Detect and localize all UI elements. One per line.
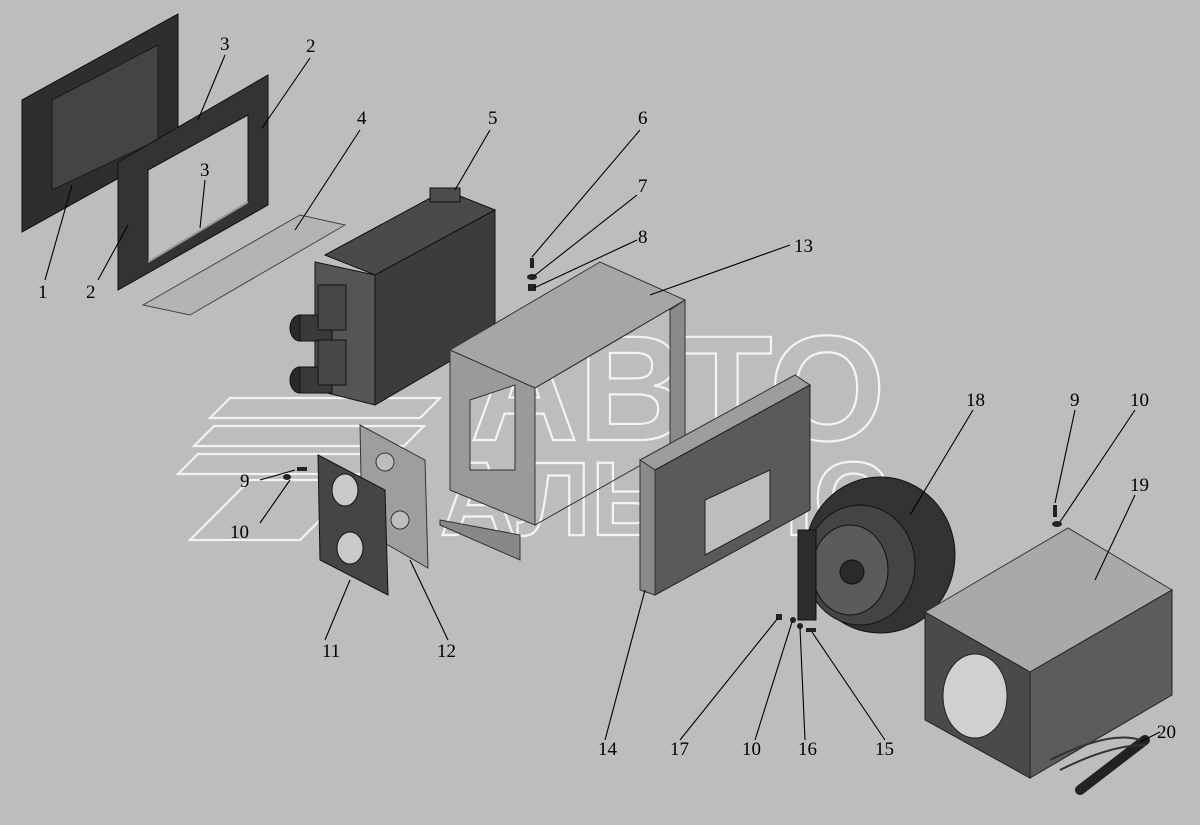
callout-18: 18 [966, 390, 985, 411]
callout-3-top: 3 [220, 34, 230, 55]
part-4-plate [141, 214, 347, 316]
callout-6: 6 [638, 108, 648, 129]
part-13-bracket [439, 261, 687, 561]
fasteners [283, 258, 1062, 632]
callout-17: 17 [670, 739, 689, 760]
callout-7: 7 [638, 176, 648, 197]
callout-9-left: 9 [240, 471, 250, 492]
callout-9-right: 9 [1070, 390, 1080, 411]
housing-grille [942, 653, 1008, 739]
part-5-heater-core [289, 187, 497, 406]
callout-19: 19 [1130, 475, 1149, 496]
callout-8: 8 [638, 227, 648, 248]
callout-10-bottom: 10 [742, 739, 761, 760]
part-14-panel [639, 374, 811, 596]
callout-5: 5 [488, 108, 498, 129]
leader-lines [44, 54, 1161, 743]
callout-13: 13 [794, 236, 813, 257]
callout-2-left: 2 [86, 282, 96, 303]
part-11-flange [317, 454, 389, 596]
callout-3-inner: 3 [200, 160, 210, 181]
callout-labels: 1 2 2 3 3 4 5 6 7 8 9 9 10 10 10 11 12 1… [38, 34, 1176, 760]
callout-10-left: 10 [230, 522, 249, 543]
callout-15: 15 [875, 739, 894, 760]
part-20-connector [1049, 735, 1150, 795]
callout-4: 4 [357, 108, 367, 129]
part-19-housing [924, 527, 1173, 779]
callout-12: 12 [437, 641, 456, 662]
callout-10-right: 10 [1130, 390, 1149, 411]
callout-14: 14 [598, 739, 618, 760]
part-2-gasket-frame [117, 74, 269, 291]
callout-11: 11 [322, 641, 340, 662]
callout-2-top: 2 [306, 36, 316, 57]
callout-1: 1 [38, 282, 48, 303]
part-1-panel [21, 13, 179, 233]
callout-16: 16 [798, 739, 817, 760]
callout-20: 20 [1157, 722, 1176, 743]
part-18-blower-fan [797, 476, 956, 634]
